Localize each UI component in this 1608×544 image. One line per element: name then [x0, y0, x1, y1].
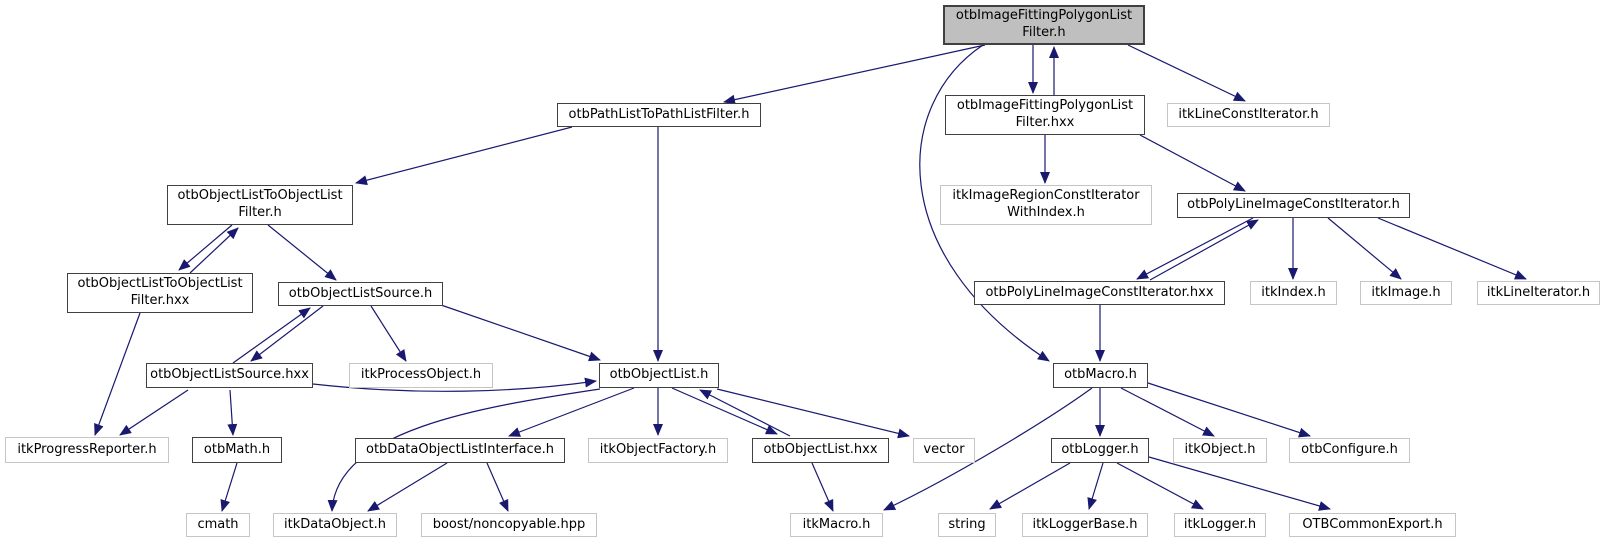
- node-obj2obj_hxx[interactable]: otbObjectListToObjectList Filter.hxx: [67, 273, 253, 313]
- edge-source_hxx-to-source_h: [232, 307, 311, 364]
- edge-objlist_h-to-itkdataobject: [327, 388, 601, 512]
- edge-fit_hxx-to-polyline_h: [1139, 134, 1246, 192]
- edge-logger-to-string: [989, 462, 1071, 510]
- edge-obj2obj_hxx-to-itkprogress: [94, 312, 141, 436]
- node-vector: vector: [913, 438, 975, 463]
- node-math[interactable]: otbMath.h: [192, 437, 282, 463]
- node-datainterface[interactable]: otbDataObjectListInterface.h: [355, 438, 565, 463]
- node-string: string: [938, 513, 996, 537]
- edge-source_hxx-to-itkprogress: [119, 389, 189, 436]
- edge-macro-to-otbconfigure: [1147, 382, 1311, 438]
- node-itkobjfactory: itkObjectFactory.h: [588, 438, 728, 463]
- node-objlist_h[interactable]: otbObjectList.h: [599, 363, 719, 388]
- edge-objlist_h-to-datainterface: [508, 387, 635, 437]
- edge-math-to-cmath: [220, 462, 238, 512]
- edge-source_h-to-objlist_h: [440, 304, 601, 362]
- edge-polyline_h-to-polyline_hxx: [1136, 217, 1254, 280]
- node-imgregion: itkImageRegionConstIterator WithIndex.h: [940, 185, 1152, 225]
- edge-macro-to-itkmacro: [883, 387, 1093, 511]
- node-source_h[interactable]: otbObjectListSource.h: [278, 282, 443, 306]
- edge-root-to-itklineconst: [1127, 44, 1246, 102]
- node-polyline_h[interactable]: otbPolyLineImageConstIterator.h: [1177, 193, 1410, 218]
- edge-objlist_hxx-to-objlist_h: [699, 389, 791, 437]
- node-itklineiter: itkLineIterator.h: [1477, 281, 1600, 305]
- edge-objlist_h-to-objlist_hxx: [671, 387, 778, 435]
- node-itkdataobject: itkDataObject.h: [273, 513, 397, 537]
- node-itkprogress: itkProgressReporter.h: [5, 437, 169, 463]
- node-obj2obj_h[interactable]: otbObjectListToObjectList Filter.h: [167, 185, 353, 225]
- node-cmath: cmath: [186, 513, 250, 537]
- node-fit_hxx[interactable]: otbImageFittingPolygonList Filter.hxx: [945, 95, 1145, 135]
- edge-source_h-to-source_hxx: [250, 305, 324, 362]
- edge-datainterface-to-itkdataobject: [367, 462, 448, 512]
- node-itklogger: itkLogger.h: [1174, 513, 1266, 537]
- node-itkprocess: itkProcessObject.h: [349, 363, 493, 388]
- node-macro[interactable]: otbMacro.h: [1053, 363, 1148, 388]
- edge-root-to-macro: [919, 44, 1050, 362]
- node-itkloggerbase: itkLoggerBase.h: [1022, 513, 1148, 537]
- node-itkimage: itkImage.h: [1360, 281, 1452, 305]
- node-itkmacro: itkMacro.h: [790, 513, 883, 537]
- edge-polyline_h-to-itkimage: [1327, 217, 1402, 280]
- node-objlist_hxx[interactable]: otbObjectList.hxx: [752, 438, 889, 463]
- node-boost: boost/noncopyable.hpp: [421, 513, 597, 537]
- node-itklineconst: itkLineConstIterator.h: [1167, 103, 1330, 127]
- node-pathlist[interactable]: otbPathListToPathListFilter.h: [557, 103, 761, 127]
- node-otbcommonexport: OTBCommonExport.h: [1289, 513, 1456, 537]
- edge-root-to-pathlist: [723, 44, 986, 105]
- edge-logger-to-itkloggerbase: [1087, 462, 1104, 510]
- edge-obj2obj_hxx-to-obj2obj_h: [189, 227, 239, 274]
- edge-logger-to-itklogger: [1116, 462, 1204, 510]
- edge-polyline_h-to-itklineiter: [1377, 217, 1527, 280]
- edge-pathlist-to-obj2obj_h: [355, 126, 573, 186]
- edge-objlist_h-to-vector: [716, 388, 910, 439]
- node-itkindex: itkIndex.h: [1250, 281, 1337, 305]
- node-source_hxx[interactable]: otbObjectListSource.hxx: [146, 363, 313, 388]
- node-root: otbImageFittingPolygonList Filter.h: [943, 5, 1145, 45]
- edge-obj2obj_h-to-obj2obj_hxx: [178, 224, 233, 271]
- node-itkobject: itkObject.h: [1173, 438, 1267, 463]
- edge-objlist_hxx-to-itkmacro: [811, 462, 834, 512]
- edge-logger-to-otbcommonexport: [1148, 456, 1331, 511]
- node-logger[interactable]: otbLogger.h: [1051, 438, 1149, 463]
- node-polyline_hxx[interactable]: otbPolyLineImageConstIterator.hxx: [974, 281, 1225, 305]
- edge-obj2obj_h-to-source_h: [267, 224, 337, 281]
- edge-source_h-to-itkprocess: [370, 305, 407, 362]
- node-otbconfigure: otbConfigure.h: [1289, 438, 1410, 463]
- edge-datainterface-to-boost: [486, 462, 509, 512]
- edge-source_hxx-to-math: [227, 389, 238, 436]
- edge-macro-to-itkobject: [1120, 387, 1215, 437]
- edge-polyline_hxx-to-polyline_h: [1149, 219, 1259, 281]
